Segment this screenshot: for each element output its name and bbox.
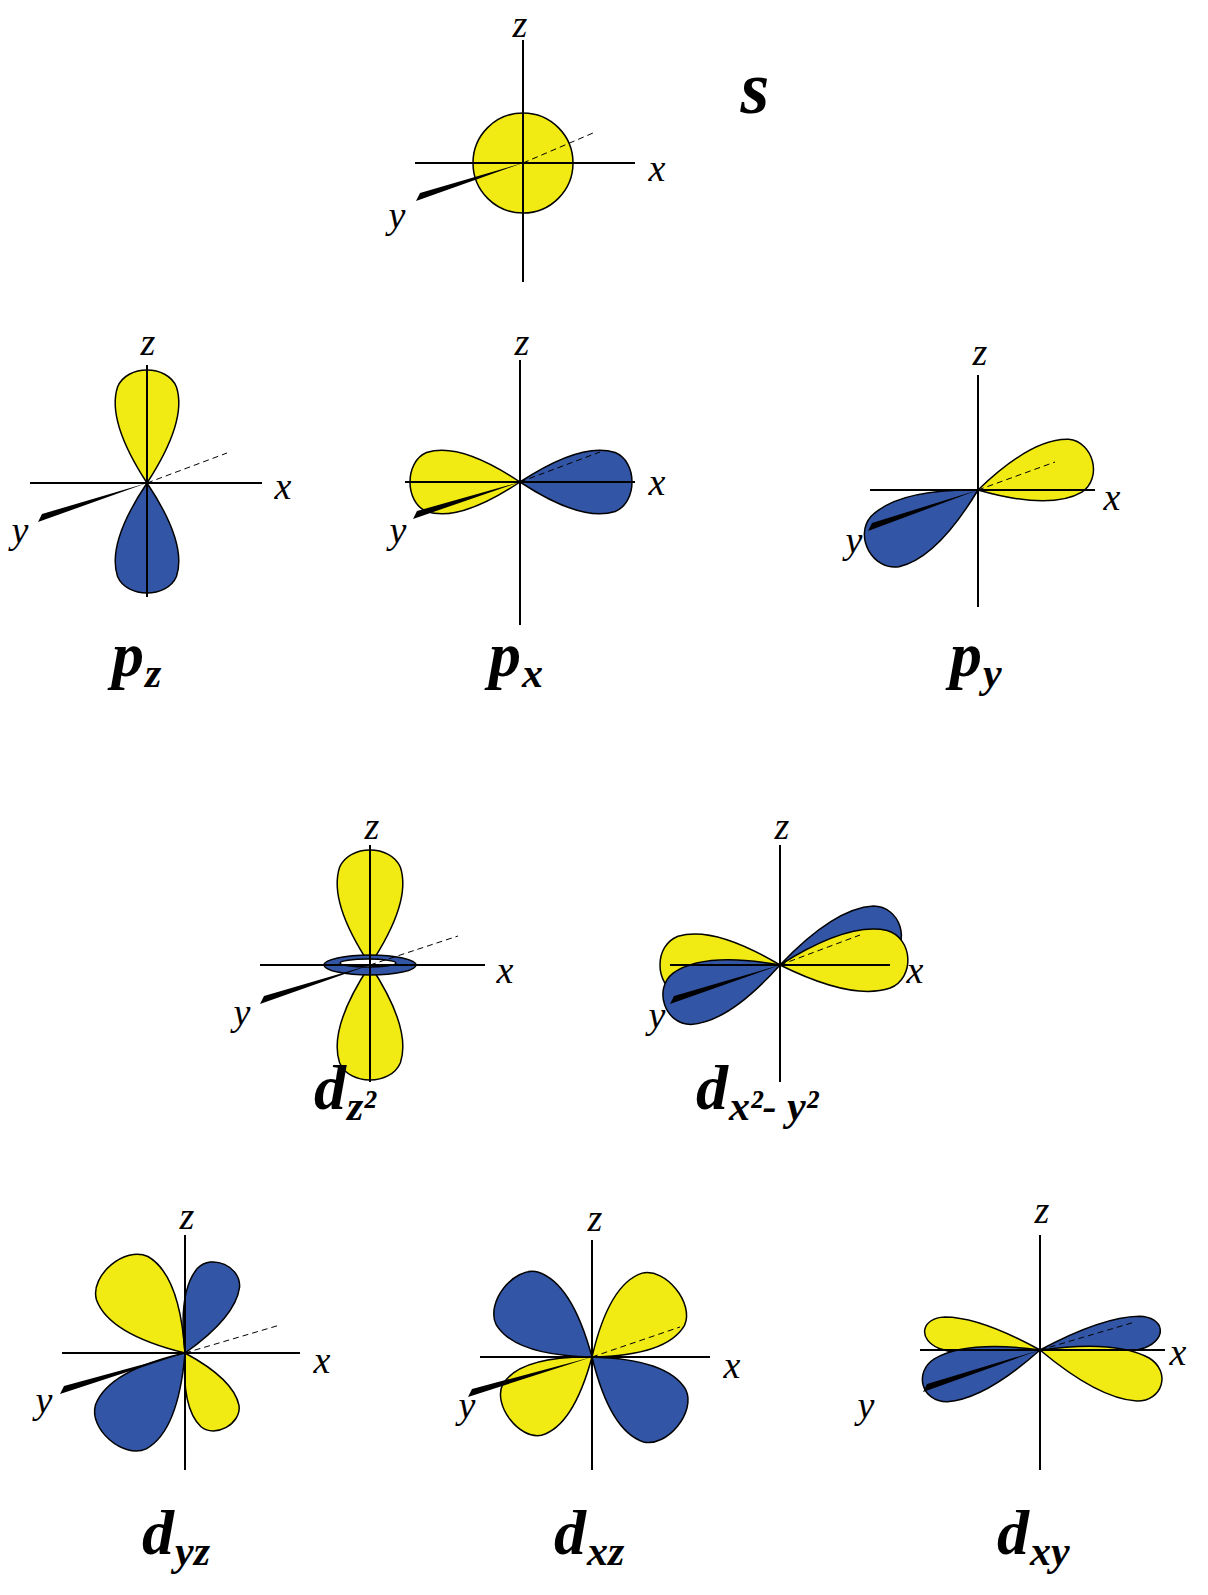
orbital-subscript: xz xyxy=(587,1530,624,1572)
axis-label: x xyxy=(275,467,292,505)
axis-label: y xyxy=(846,521,863,559)
orbital-name: d xyxy=(314,1056,346,1120)
orbital-name: d xyxy=(696,1056,728,1120)
orbital-name: p xyxy=(112,623,144,687)
axis-label: z xyxy=(1035,1191,1050,1229)
orbital-name: p xyxy=(950,623,982,687)
axis-label: y xyxy=(649,996,666,1034)
orbital-name: d xyxy=(554,1501,586,1565)
axis-label: z xyxy=(515,323,530,361)
orbital-subscript: x xyxy=(522,652,543,694)
axis-label: x xyxy=(907,951,924,989)
axis-label: x xyxy=(1170,1333,1187,1371)
orbital-name: d xyxy=(142,1501,174,1565)
orbital-subscript: xy xyxy=(1030,1530,1070,1572)
axis-label: x xyxy=(1104,478,1121,516)
orbital-subscript: z² xyxy=(347,1085,376,1127)
axis-label: y xyxy=(390,511,407,549)
orbital-subscript: y xyxy=(983,652,1002,694)
axis-label: x xyxy=(497,951,514,989)
axis-label: y xyxy=(389,196,406,234)
axis-label: y xyxy=(858,1386,875,1424)
axis-label: z xyxy=(180,1197,195,1235)
axis-label: z xyxy=(775,807,790,845)
axis-label: y xyxy=(36,1381,53,1419)
orbital-subscript: z xyxy=(145,652,161,694)
axis-label: z xyxy=(513,5,528,43)
orbital-name: s xyxy=(741,51,770,125)
axis-label: y xyxy=(459,1386,476,1424)
axis-label: x xyxy=(649,149,666,187)
axis-label: z xyxy=(588,1199,603,1237)
orbital-name: d xyxy=(997,1501,1029,1565)
orbital-name: p xyxy=(489,623,521,687)
axis-label: z xyxy=(365,807,380,845)
axis-label: y xyxy=(12,511,29,549)
orbital-subscript: yz xyxy=(175,1530,210,1572)
axis-label: z xyxy=(973,333,988,371)
axis-label: y xyxy=(234,993,251,1031)
axis-label: x xyxy=(649,463,666,501)
axis-label: z xyxy=(141,323,156,361)
axis-label: x xyxy=(724,1346,741,1384)
orbital-subscript: x²- y² xyxy=(729,1085,818,1127)
axis-label: x xyxy=(314,1341,331,1379)
